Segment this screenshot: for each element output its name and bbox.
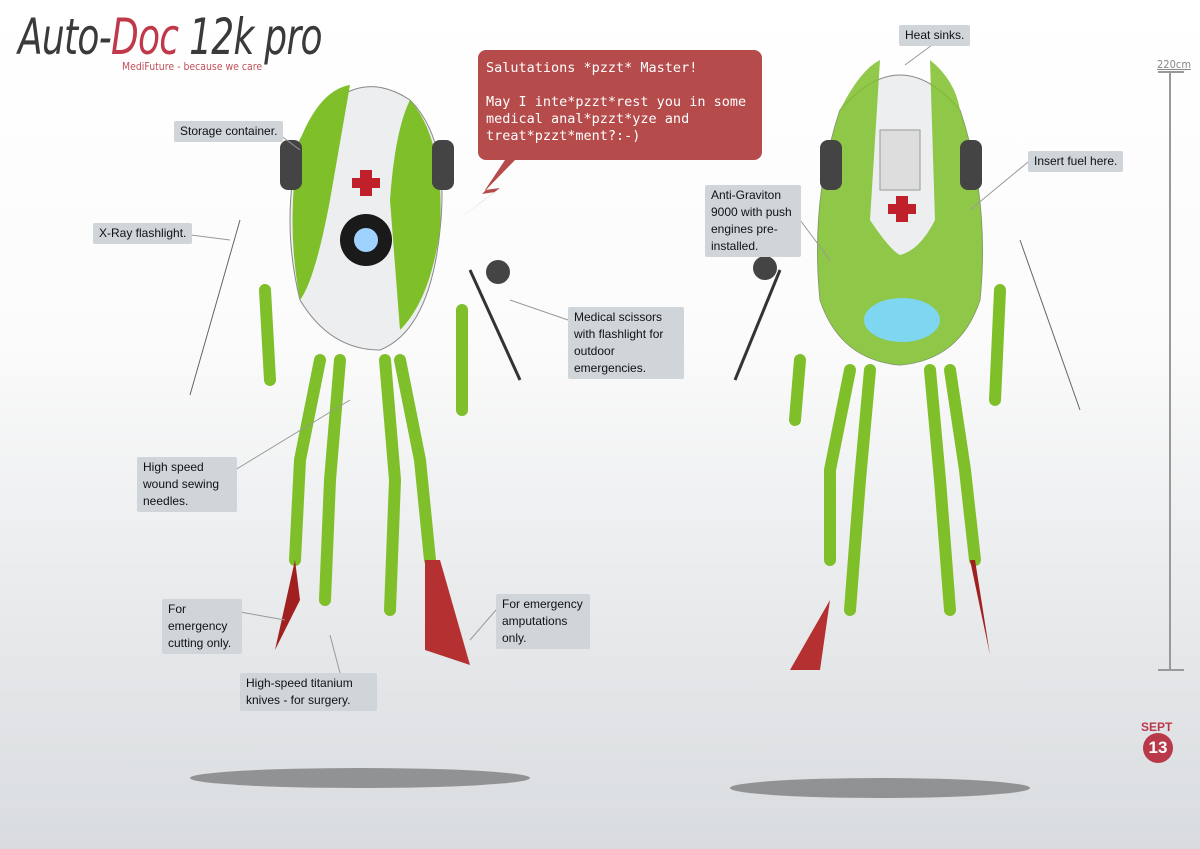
label-anti-graviton: Anti-Graviton 9000 with push engines pre… <box>705 185 801 257</box>
callout-lines <box>182 44 1029 674</box>
height-scale-bar <box>1158 71 1184 671</box>
speech-bubble: Salutations *pzzt* Master! May I inte*pz… <box>478 50 762 160</box>
label-heat-sinks: Heat sinks. <box>899 25 971 46</box>
label-emergency-cutting: For emergency cutting only. <box>162 599 242 654</box>
label-medical-scissors: Medical scissors with flashlight for out… <box>568 307 684 379</box>
front-robot-shadow <box>190 768 530 788</box>
back-robot <box>733 60 1081 670</box>
speech-bubble-tail <box>455 160 515 222</box>
label-storage-container: Storage container. <box>174 121 284 142</box>
label-emergency-amputations: For emergency amputations only. <box>496 594 590 649</box>
page-title: Auto-Doc 12k pro <box>18 8 323 66</box>
label-insert-fuel: Insert fuel here. <box>1028 151 1124 172</box>
date-month: SEPT <box>1141 720 1173 734</box>
scale-label: 220cm <box>1157 58 1191 71</box>
title-model: 12k pro <box>178 8 322 66</box>
front-robot <box>189 85 522 665</box>
title-doc: Doc <box>110 8 179 66</box>
label-xray-flashlight: X-Ray flashlight. <box>93 223 193 244</box>
back-robot-shadow <box>730 778 1030 798</box>
date-day-badge: 13 <box>1143 733 1173 763</box>
label-sewing-needles: High speed wound sewing needles. <box>137 457 237 512</box>
label-titanium-knives: High-speed titanium knives - for surgery… <box>240 673 377 711</box>
subtitle: MediFuture - because we care <box>122 60 263 73</box>
title-auto: Auto- <box>18 8 112 66</box>
